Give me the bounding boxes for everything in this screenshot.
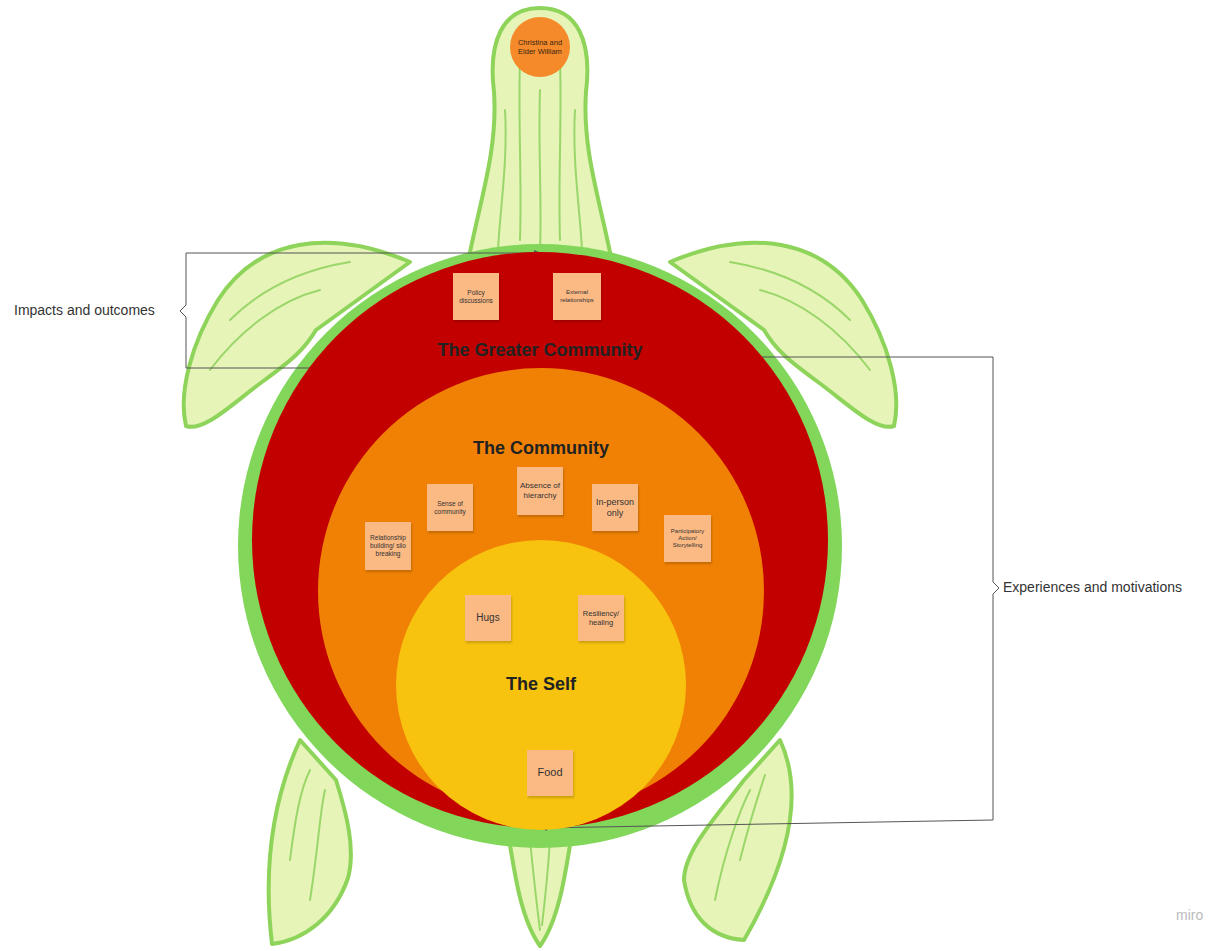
circle-heading: The Greater Community bbox=[252, 340, 828, 361]
circle-heading: The Community bbox=[318, 438, 764, 459]
note-text: Relationship building/ silo breaking bbox=[367, 534, 409, 557]
note-text: External relationships bbox=[555, 289, 599, 303]
self-circle: The Self Hugs Resiliency/ healingFood bbox=[396, 540, 686, 830]
note-text: Sense of community bbox=[429, 500, 471, 516]
sticky-note: Sense of community bbox=[427, 484, 473, 531]
sticky-note: Absence of hierarchy bbox=[517, 467, 563, 515]
sticky-note: External relationships bbox=[553, 273, 601, 320]
watermark: miro bbox=[1176, 907, 1203, 923]
sticky-note: In-person only bbox=[592, 484, 638, 531]
bracket-label: Impacts and outcomes bbox=[14, 302, 155, 318]
head-circle: Christina and Elder William bbox=[510, 17, 570, 77]
sticky-note: Relationship building/ silo breaking bbox=[365, 522, 411, 570]
note-text: Resiliency/ healing bbox=[580, 609, 622, 627]
sticky-note: Policy discussions bbox=[453, 273, 499, 320]
sticky-note: Hugs bbox=[465, 595, 511, 641]
circle-heading: The Self bbox=[396, 674, 686, 695]
greater-community-circle: The Greater Community Policy discussions E… bbox=[252, 252, 828, 828]
head-label: Christina and Elder William bbox=[510, 38, 570, 57]
bracket-label: Experiences and motivations bbox=[1003, 579, 1182, 595]
community-circle: The CommunityRelationship building/ silo… bbox=[318, 368, 764, 814]
sticky-note: Food bbox=[527, 750, 573, 796]
sticky-note: Resiliency/ healing bbox=[578, 595, 624, 641]
sticky-note: Participatory Action/ Storytelling bbox=[664, 515, 711, 562]
note-text: Food bbox=[537, 766, 562, 779]
note-text: Hugs bbox=[476, 612, 499, 624]
note-text: Participatory Action/ Storytelling bbox=[666, 528, 709, 550]
note-text: Policy discussions bbox=[455, 289, 497, 305]
note-text: Absence of hierarchy bbox=[519, 481, 561, 500]
note-text: In-person only bbox=[594, 497, 636, 519]
